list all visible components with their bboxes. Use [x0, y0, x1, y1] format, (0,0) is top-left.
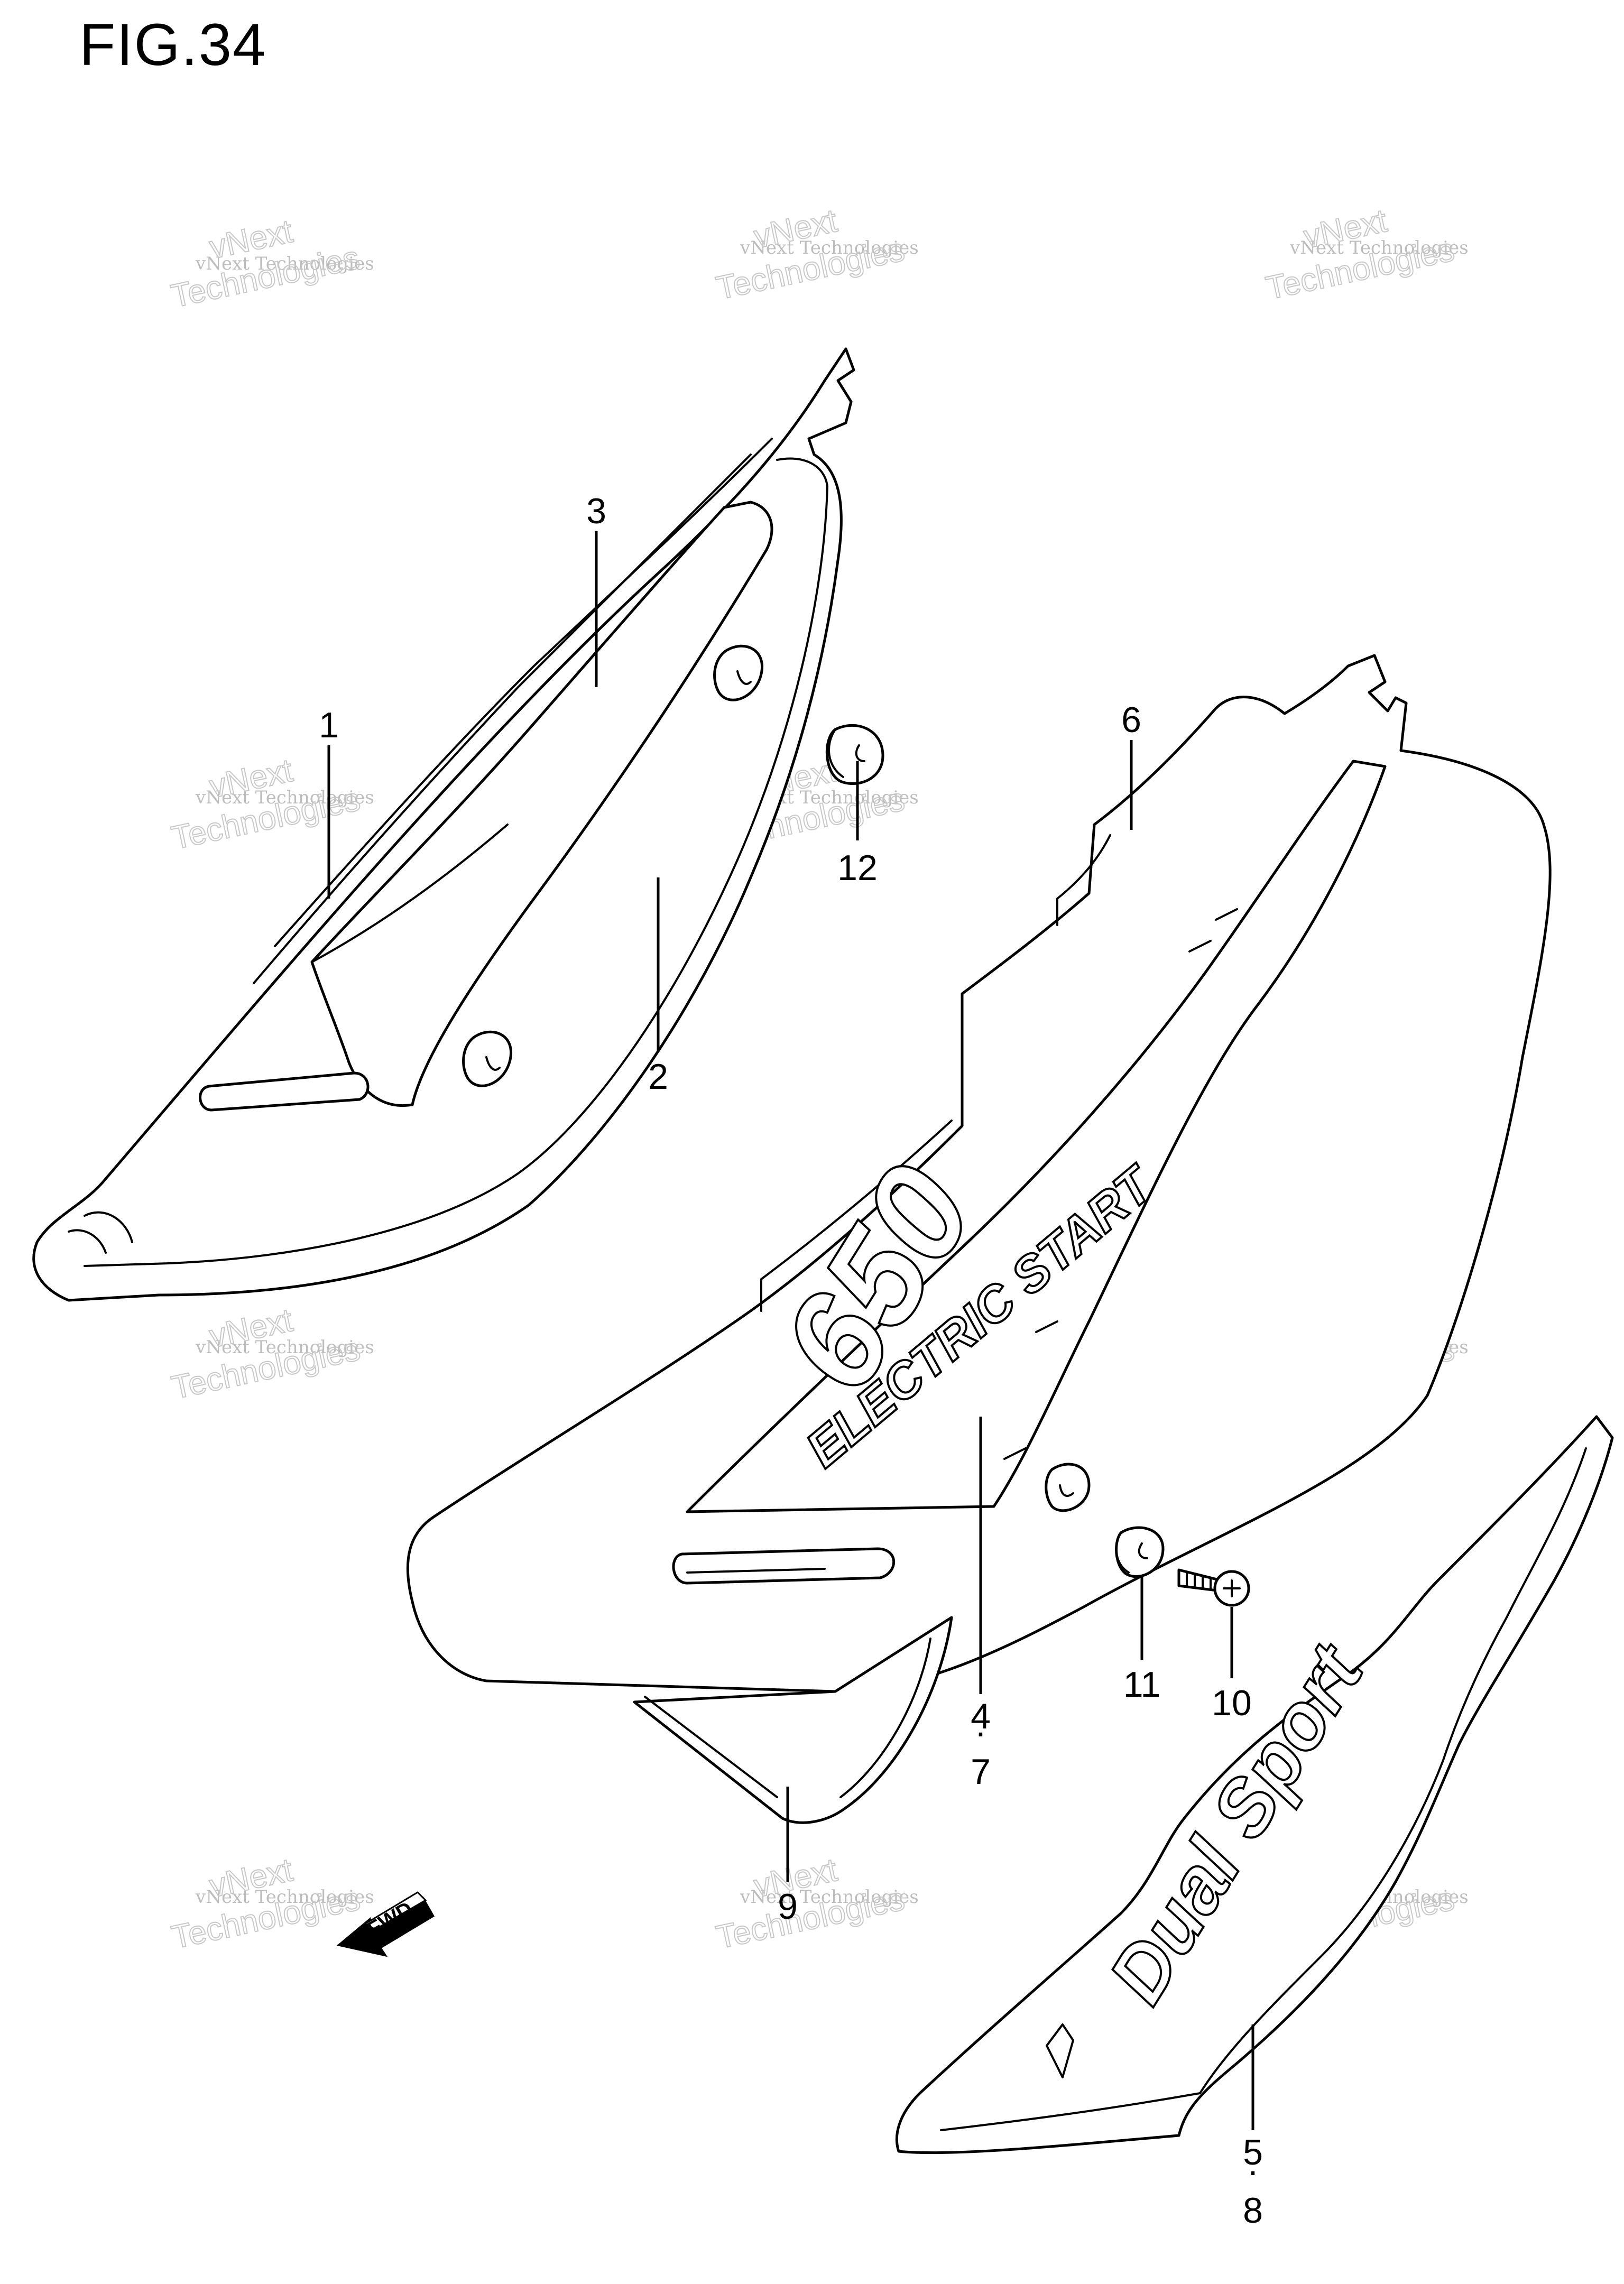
part-label-7: 7: [971, 1752, 991, 1792]
screw-10: [1177, 1568, 1250, 1607]
part-label-dot: ·: [975, 1712, 987, 1752]
mount-grommet: [1045, 1463, 1091, 1512]
svg-text:vNext Technologies: vNext Technologies: [195, 1887, 374, 1908]
mount-grommet: [462, 1030, 512, 1087]
figure-title: FIG.34: [79, 12, 267, 78]
svg-text:vNext Technologies: vNext Technologies: [1289, 237, 1469, 258]
part-label-dot: ·: [1247, 2151, 1259, 2191]
part-label-3: 3: [586, 491, 606, 531]
part-label-1: 1: [319, 705, 339, 745]
part-label-11: 11: [1123, 1665, 1161, 1705]
leader-lines: [327, 531, 1254, 2130]
part-label-8: 8: [1243, 2190, 1263, 2231]
part-label-5: 5: [1243, 2132, 1263, 2172]
part-label-9: 9: [778, 1887, 798, 1927]
grommet-11: [1115, 1526, 1165, 1578]
svg-text:vNext Technologies: vNext Technologies: [740, 1887, 919, 1908]
part-label-2: 2: [648, 1057, 668, 1097]
grommet-12: [825, 724, 884, 785]
svg-text:vNext Technologies: vNext Technologies: [740, 237, 919, 258]
svg-text:vNext Technologies: vNext Technologies: [195, 253, 374, 274]
part-label-6: 6: [1121, 700, 1141, 740]
part-labels: 1 3 2 12 6 4 · 7 9 11 10 5 · 8: [319, 491, 1263, 2231]
svg-text:vNext Technologies: vNext Technologies: [195, 787, 374, 808]
part-label-4: 4: [971, 1696, 991, 1736]
mount-grommet: [713, 644, 763, 701]
right-side-cover: 650 ELECTRIC START: [406, 654, 1552, 1824]
part-label-12: 12: [837, 848, 878, 888]
left-side-cover: [32, 347, 855, 1302]
part-label-10: 10: [1212, 1683, 1252, 1723]
svg-text:vNext Technologies: vNext Technologies: [195, 1337, 374, 1358]
